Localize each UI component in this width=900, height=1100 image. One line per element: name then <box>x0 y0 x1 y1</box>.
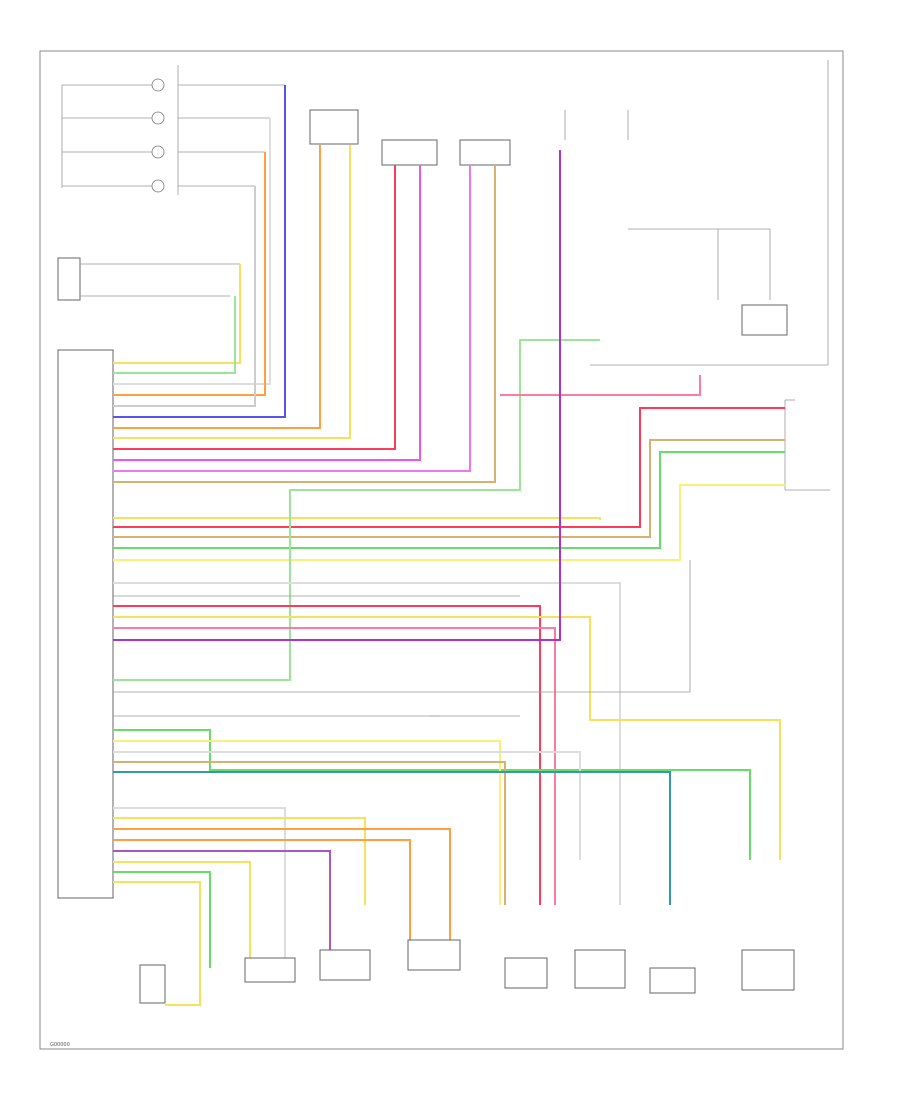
control-module-connector <box>57 349 114 899</box>
airbag-indicator <box>741 304 788 336</box>
right-front-impact-sensor <box>649 967 696 994</box>
driver-airbag-module <box>309 109 359 145</box>
footer-code: G00000 <box>50 1042 70 1048</box>
clockspring-group <box>61 65 285 195</box>
passenger-seat-belt-tensioner <box>574 949 626 989</box>
connector-pin <box>151 179 165 193</box>
switch-box <box>57 257 81 301</box>
left-front-impact-sensor <box>244 957 296 983</box>
connector-pin <box>151 78 165 92</box>
driver-seat-belt-tensioner <box>741 949 795 991</box>
wires-group <box>113 85 785 1006</box>
instrument-cluster-group <box>590 60 829 366</box>
passenger-occupant-sensor <box>407 939 461 971</box>
occupant-classification-sensor <box>139 964 166 1004</box>
diagram-frame <box>39 50 844 1050</box>
bottom-sensors-group <box>139 939 795 1004</box>
passenger-seatbelt-sensor <box>504 957 548 989</box>
connector-pin <box>151 145 165 159</box>
driver-seat-position-sensor <box>319 949 371 981</box>
passenger-sensor-group <box>784 399 830 491</box>
passenger-switch-group <box>57 257 240 301</box>
side-impact-sensor <box>381 139 438 166</box>
connector-pin <box>151 111 165 125</box>
passenger-airbag-sensor <box>459 139 511 166</box>
